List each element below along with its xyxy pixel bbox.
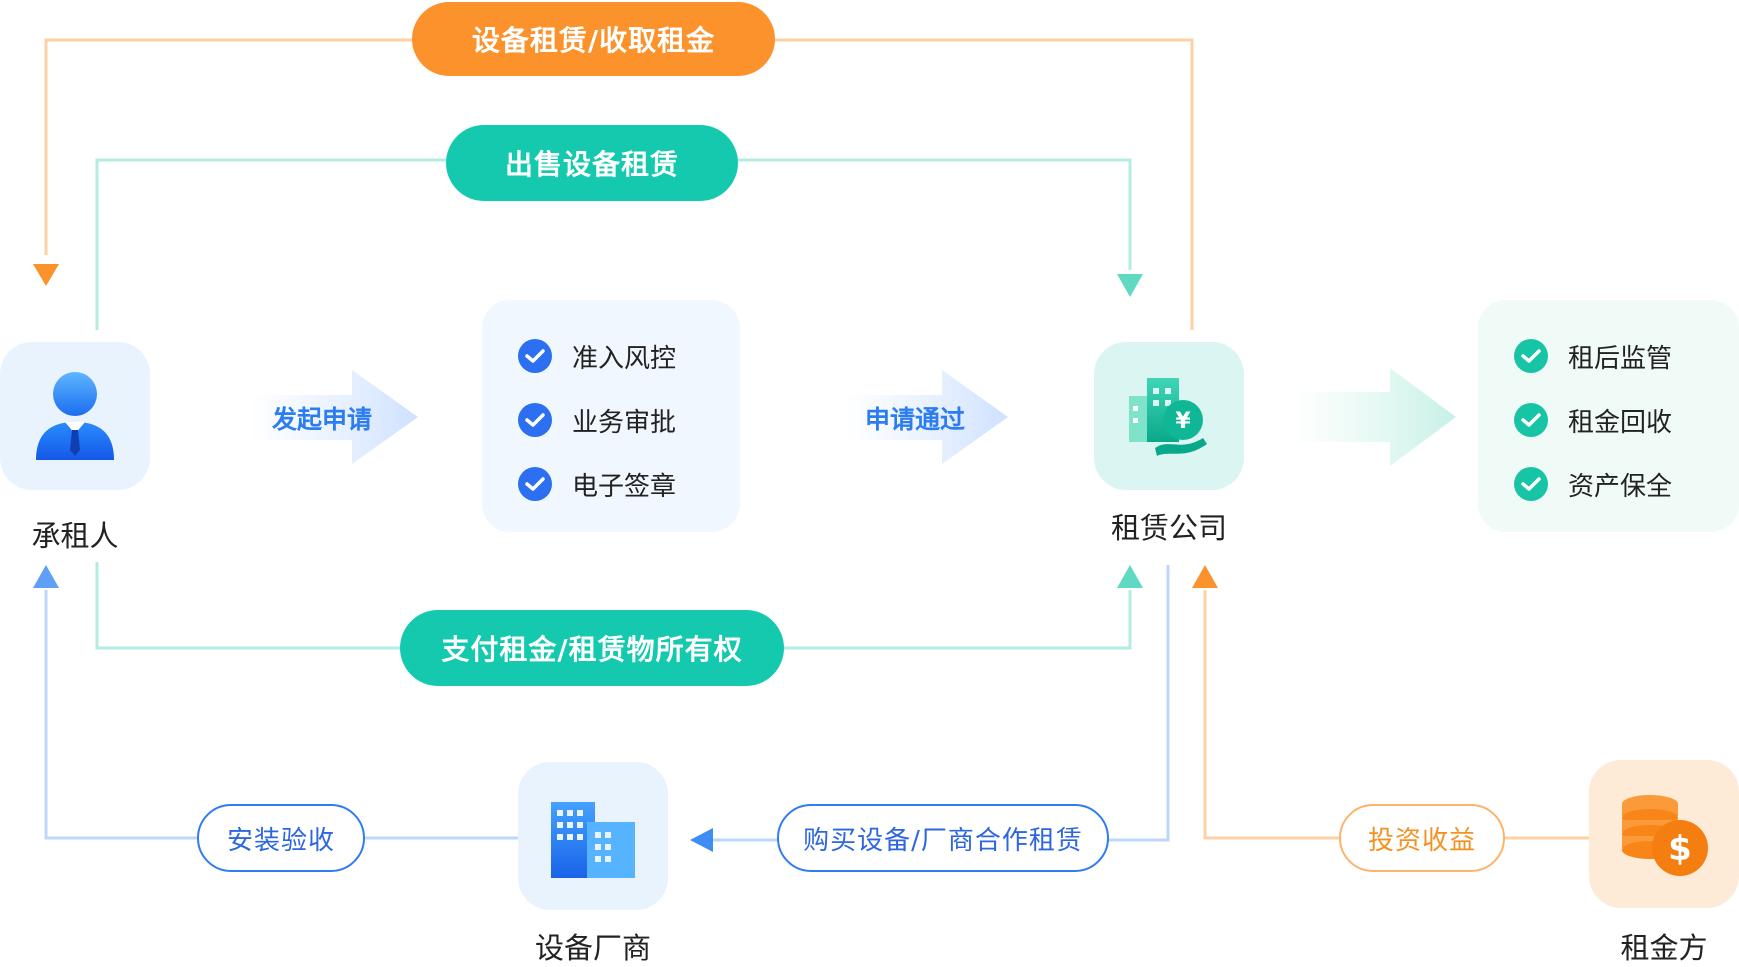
- building-money-icon: ¥: [1129, 378, 1207, 456]
- svg-text:¥: ¥: [1175, 409, 1191, 434]
- investor-label: 租金方: [1620, 931, 1708, 965]
- check-icon: [518, 403, 552, 437]
- lease-company-label: 租赁公司: [1110, 511, 1227, 545]
- post-lease-item: 资产保全: [1514, 452, 1739, 516]
- check-icon: [1514, 339, 1548, 373]
- manufacturer-label: 设备厂商: [534, 931, 651, 965]
- lease-company-node: ¥: [1094, 342, 1244, 490]
- post-lease-item: 租金回收: [1514, 388, 1739, 452]
- lessee-node: [0, 342, 150, 490]
- check-icon: [1514, 467, 1548, 501]
- apply-label: 发起申请: [272, 405, 373, 434]
- install-accept-pill: 安装验收: [197, 804, 365, 872]
- post-lease-item-label: 资产保全: [1568, 471, 1673, 502]
- process-step-label: 准入风控: [572, 343, 677, 374]
- teal-arrow-head-bottom: [1117, 565, 1143, 588]
- pay-rent-pill: 支付租金/租赁物所有权: [400, 610, 784, 686]
- blue-flow-line-purchase: [710, 565, 1170, 842]
- post-lease-item-label: 租金回收: [1568, 407, 1673, 438]
- teal-arrow-head-top: [1117, 274, 1143, 297]
- rent-collect-pill: 设备租赁/收取租金: [412, 2, 775, 76]
- purchase-pill: 购买设备/厂商合作租赁: [777, 804, 1109, 872]
- post-lease-card: 租后监管 租金回收 资产保全: [1478, 300, 1739, 532]
- process-step: 电子签章: [518, 452, 740, 516]
- blue-arrow-head-left: [33, 565, 59, 588]
- check-icon: [518, 339, 552, 373]
- apply-arrow-shape: [250, 370, 418, 464]
- process-step-label: 业务审批: [572, 407, 677, 438]
- approved-label: 申请通过: [865, 405, 966, 434]
- check-icon: [1514, 403, 1548, 437]
- approved-arrow-shape: [843, 370, 1008, 464]
- orange-arrow-head-invest: [1192, 565, 1218, 588]
- check-icon: [518, 467, 552, 501]
- post-lease-arrow-shape: [1290, 368, 1456, 466]
- process-step: 准入风控: [518, 324, 740, 388]
- manufacturer-node: [518, 762, 668, 910]
- lessee-label: 承租人: [31, 519, 119, 553]
- factory-building-icon: [551, 802, 635, 878]
- investor-node: $: [1589, 760, 1739, 908]
- sell-lease-pill: 出售设备租赁: [446, 125, 738, 201]
- coins-dollar-icon: $: [1622, 795, 1708, 876]
- blue-arrow-head-purchase: [690, 828, 713, 852]
- process-step-label: 电子签章: [572, 471, 677, 502]
- post-lease-item: 租后监管: [1514, 324, 1739, 388]
- orange-flow-line-invest: [1203, 590, 1595, 840]
- post-lease-item-label: 租后监管: [1568, 343, 1673, 374]
- process-card: 准入风控 业务审批 电子签章: [482, 300, 740, 532]
- person-icon: [36, 372, 114, 460]
- returns-pill: 投资收益: [1339, 804, 1505, 872]
- process-step: 业务审批: [518, 388, 740, 452]
- orange-arrow-head: [33, 264, 59, 286]
- svg-text:$: $: [1668, 829, 1692, 869]
